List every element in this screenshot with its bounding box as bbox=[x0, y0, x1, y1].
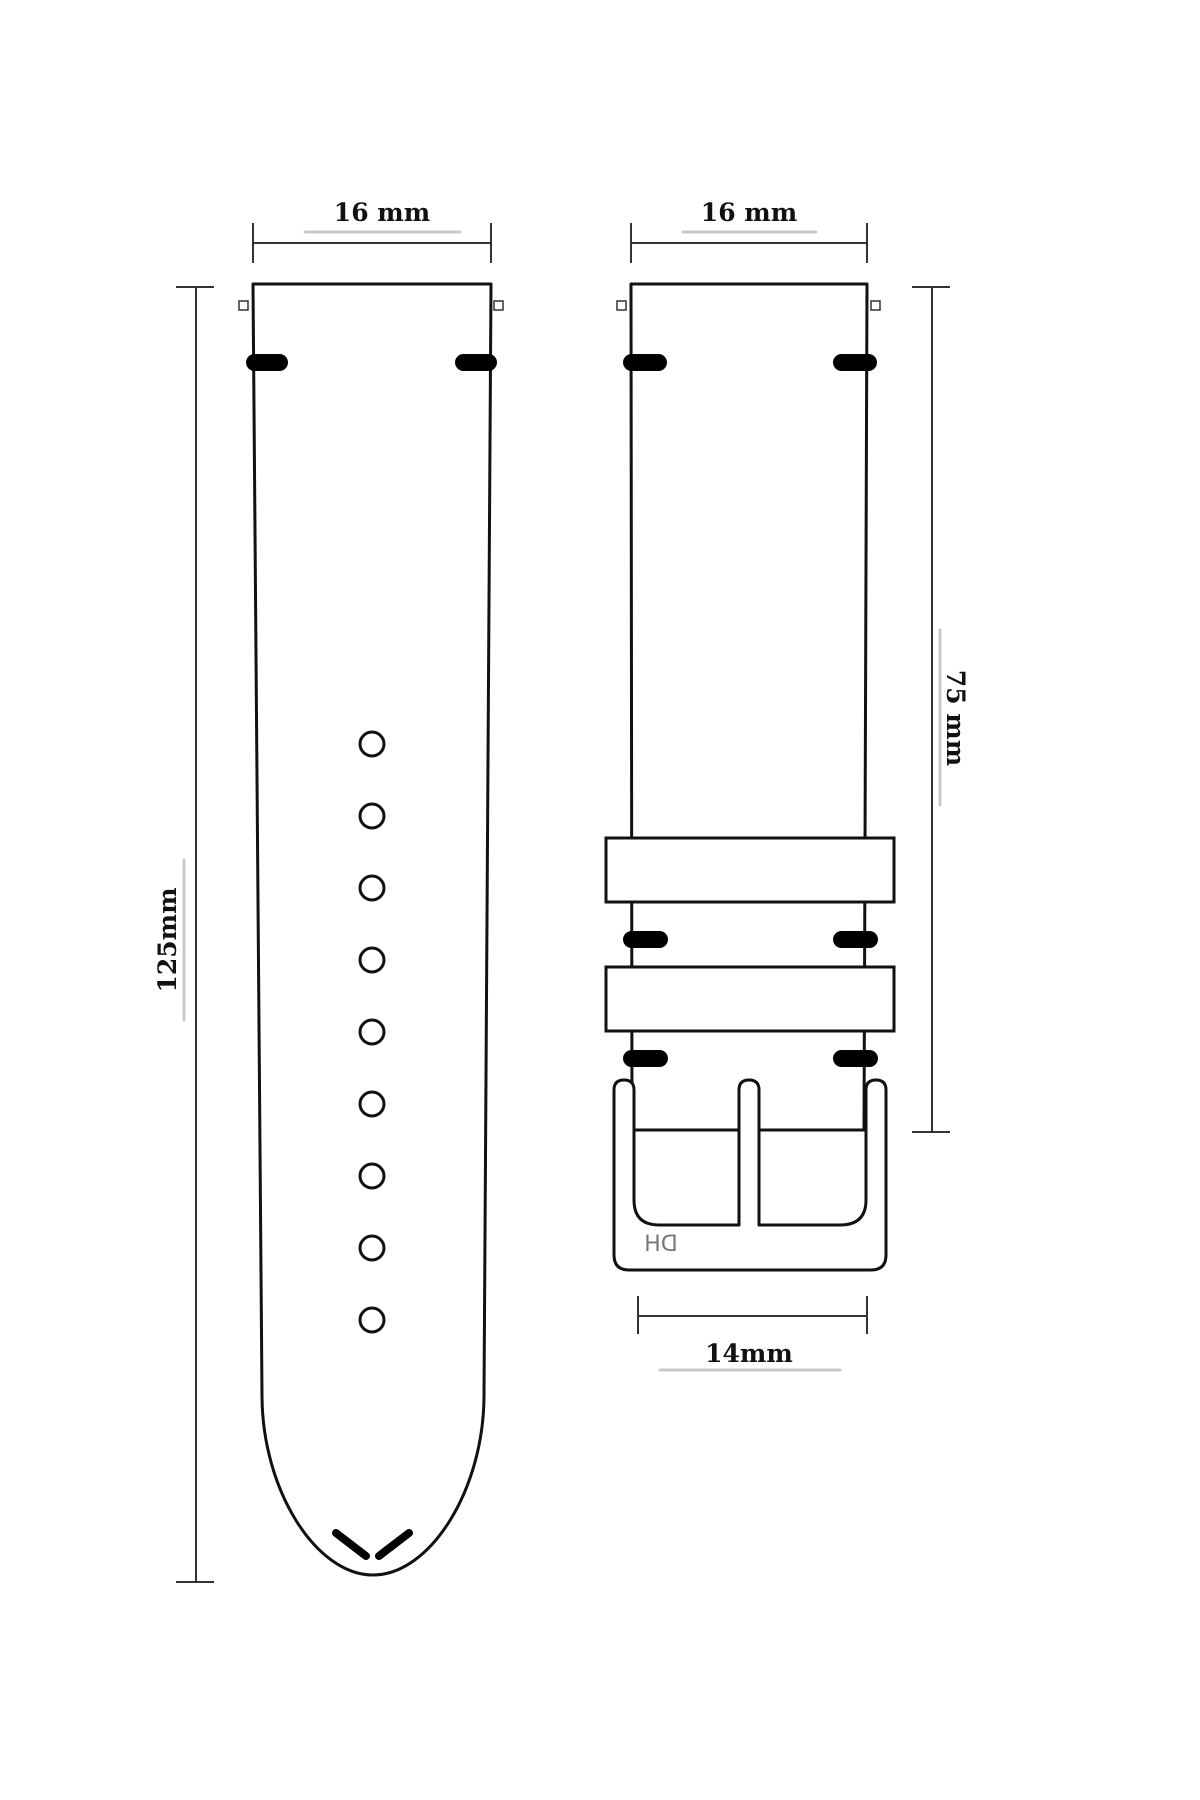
long-strap-stitch-left bbox=[246, 354, 288, 371]
short-strap-stitch-left bbox=[623, 1050, 668, 1067]
short-strap-stitch-left bbox=[623, 354, 667, 371]
short-strap-stitch-right bbox=[833, 1050, 878, 1067]
long-strap-stitch-right bbox=[455, 354, 497, 371]
buckle-logo: DH bbox=[644, 1232, 677, 1257]
strap-hole bbox=[358, 1234, 386, 1262]
strap-hole bbox=[358, 1090, 386, 1118]
short-strap-stitch-right bbox=[833, 354, 877, 371]
short-strap-length-dimension: 75 mm bbox=[912, 286, 970, 1133]
strap-keeper-loop bbox=[604, 836, 896, 904]
short-strap-width-dimension: 16 mm bbox=[630, 198, 868, 263]
buckle-width-label: 14mm bbox=[705, 1339, 793, 1368]
long-strap-length-label: 125mm bbox=[153, 887, 182, 992]
short-strap-stitch-left bbox=[623, 931, 668, 948]
short-strap-length-label: 75 mm bbox=[941, 670, 970, 766]
long-strap-width-dimension: 16 mm bbox=[252, 198, 492, 263]
strap-hole bbox=[358, 946, 386, 974]
short-strap-outline bbox=[629, 282, 869, 1132]
long-strap bbox=[238, 282, 504, 1577]
short-strap bbox=[604, 282, 896, 1132]
short-strap-stitch-right bbox=[833, 931, 878, 948]
strap-hole bbox=[358, 1162, 386, 1190]
buckle-width-dimension: 14mm bbox=[637, 1296, 868, 1372]
buckle: DH bbox=[612, 1078, 888, 1272]
long-strap-length-dimension: 125mm bbox=[153, 286, 214, 1583]
strap-keeper-loop bbox=[604, 965, 896, 1033]
long-strap-outline bbox=[251, 282, 493, 1577]
tip-stitch-left bbox=[332, 1529, 370, 1560]
long-strap-pin-left bbox=[238, 300, 249, 311]
strap-holes bbox=[358, 730, 386, 1334]
short-strap-width-label: 16 mm bbox=[701, 198, 797, 227]
strap-hole bbox=[358, 802, 386, 830]
strap-hole bbox=[358, 874, 386, 902]
strap-hole bbox=[358, 1306, 386, 1334]
strap-hole bbox=[358, 1018, 386, 1046]
long-strap-width-label: 16 mm bbox=[334, 198, 430, 227]
short-strap-pin-right bbox=[870, 300, 881, 311]
buckle-frame bbox=[612, 1078, 888, 1272]
strap-hole bbox=[358, 730, 386, 758]
long-strap-pin-right bbox=[493, 300, 504, 311]
tip-stitch-right bbox=[375, 1529, 413, 1560]
short-strap-pin-left bbox=[616, 300, 627, 311]
